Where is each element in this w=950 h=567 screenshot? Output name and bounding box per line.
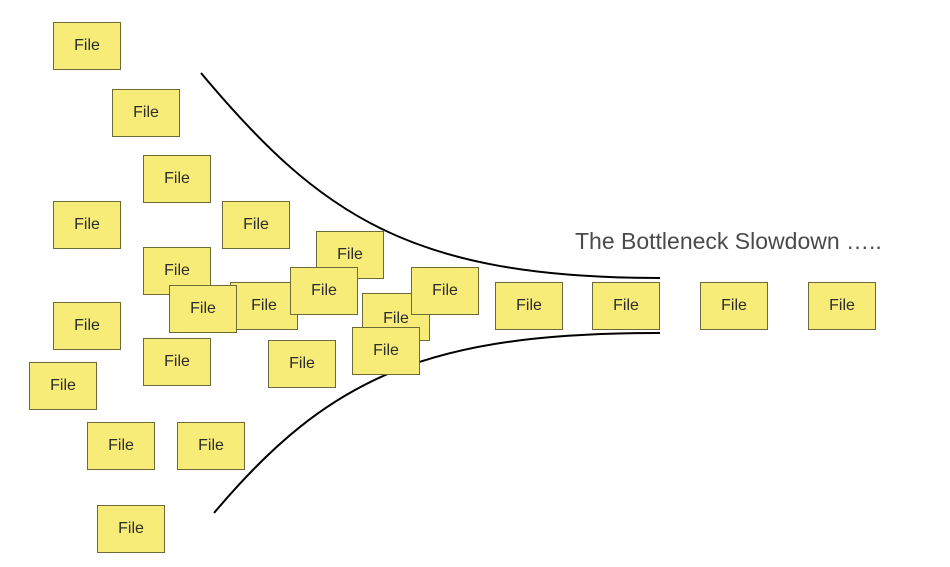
file-box: File xyxy=(177,422,245,470)
file-label: File xyxy=(198,437,224,454)
file-label: File xyxy=(74,216,100,233)
file-box: File xyxy=(169,285,237,333)
file-box: File xyxy=(53,22,121,70)
file-label: File xyxy=(164,170,190,187)
file-box: File xyxy=(411,267,479,315)
file-label: File xyxy=(251,297,277,314)
file-box: File xyxy=(53,302,121,350)
file-label: File xyxy=(829,297,855,314)
file-label: File xyxy=(373,342,399,359)
file-box: File xyxy=(808,282,876,330)
file-box: File xyxy=(352,327,420,375)
file-label: File xyxy=(164,353,190,370)
file-label: File xyxy=(613,297,639,314)
file-box: File xyxy=(53,201,121,249)
file-box: File xyxy=(222,201,290,249)
file-label: File xyxy=(190,300,216,317)
file-box: File xyxy=(29,362,97,410)
file-box: File xyxy=(87,422,155,470)
file-label: File xyxy=(74,37,100,54)
file-label: File xyxy=(243,216,269,233)
file-box: File xyxy=(592,282,660,330)
file-label: File xyxy=(311,282,337,299)
file-box: File xyxy=(495,282,563,330)
file-box: File xyxy=(143,155,211,203)
file-box: File xyxy=(268,340,336,388)
file-label: File xyxy=(432,282,458,299)
file-label: File xyxy=(50,377,76,394)
file-label: File xyxy=(721,297,747,314)
file-label: File xyxy=(516,297,542,314)
file-label: File xyxy=(74,317,100,334)
file-label: File xyxy=(133,104,159,121)
file-box: File xyxy=(230,282,298,330)
file-box: File xyxy=(112,89,180,137)
file-label: File xyxy=(337,246,363,263)
file-box: File xyxy=(700,282,768,330)
diagram-title: The Bottleneck Slowdown ….. xyxy=(575,228,882,254)
file-label: File xyxy=(383,310,409,327)
file-box: File xyxy=(290,267,358,315)
file-label: File xyxy=(118,520,144,537)
file-label: File xyxy=(289,355,315,372)
file-box: File xyxy=(97,505,165,553)
file-box: File xyxy=(143,338,211,386)
file-label: File xyxy=(108,437,134,454)
file-label: File xyxy=(164,262,190,279)
